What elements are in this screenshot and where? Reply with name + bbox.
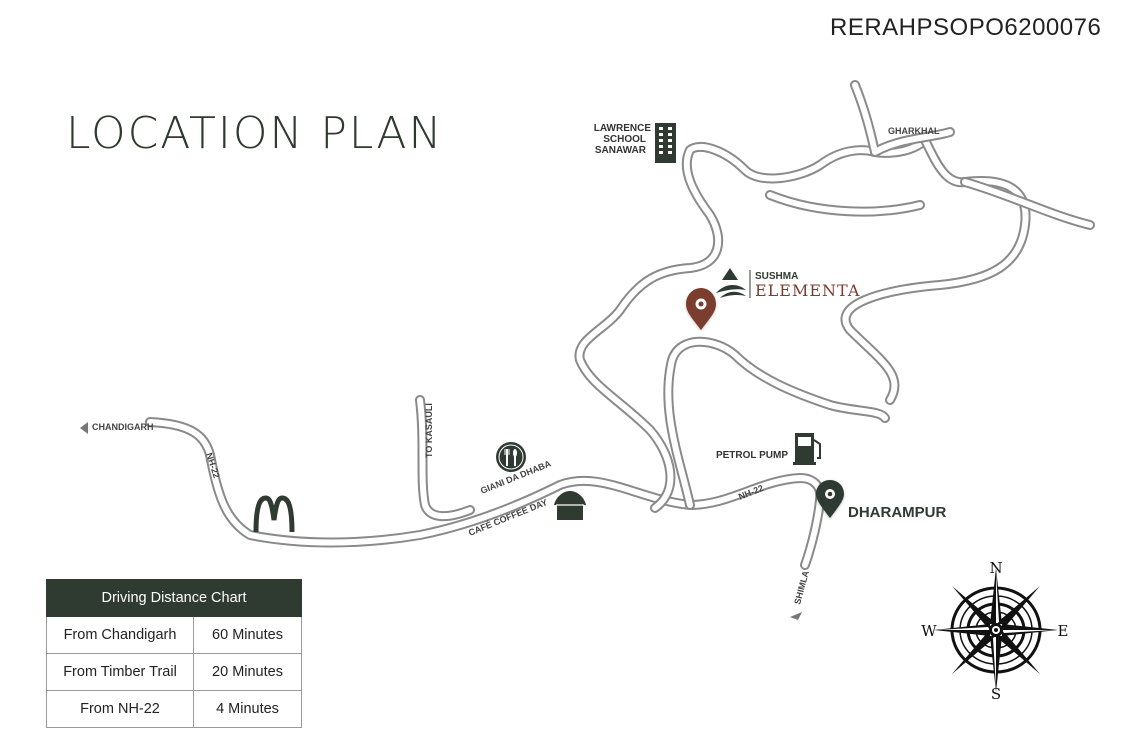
compass-east: E [1058, 622, 1069, 640]
cafe-icon [554, 491, 586, 520]
restaurant-icon [496, 442, 526, 472]
eastern-loop-road [765, 135, 1031, 405]
rera-number: RERAHPSOPO6200076 [830, 14, 1102, 41]
dharampur-pin-icon [816, 480, 844, 518]
fuel-pump-icon [793, 433, 821, 465]
driving-distance-table: Driving Distance Chart From Chandigarh 6… [46, 579, 302, 728]
distance-time: 20 Minutes [193, 653, 302, 691]
chandigarh-arrow-icon [80, 422, 88, 434]
winding-road-west [574, 135, 930, 513]
roads [145, 80, 1095, 570]
compass-south: S [991, 685, 1001, 703]
distance-from: From Timber Trail [46, 653, 194, 691]
chandigarh-label: CHANDIGARH [92, 422, 154, 432]
gharkhal-label: GHARKHAL [888, 126, 940, 136]
sushma-elementa-logo: SUSHMA ELEMENTA [716, 268, 860, 300]
compass-rose-icon: N S W E [921, 559, 1068, 703]
distance-time: 4 Minutes [193, 690, 302, 728]
nh22-highway [145, 417, 826, 570]
petrol-pump-landmark: PETROL PUMP [716, 433, 821, 465]
shimla-label: SHIMLA [792, 569, 811, 605]
kasauli-road [415, 395, 475, 522]
inner-loop-road [663, 336, 890, 510]
lawrence-school-landmark: LAWRENCE SCHOOL SANAWAR [594, 123, 676, 163]
school-label-line3: SANAWAR [595, 145, 647, 156]
to-kasauli-label: TO KASAULI [424, 403, 434, 458]
page-title: LOCATION PLAN [66, 108, 444, 159]
compass-west: W [921, 622, 937, 640]
school-label-line2: SCHOOL [603, 134, 646, 145]
sushma-label: SUSHMA [755, 271, 798, 282]
distance-time: 60 Minutes [193, 616, 302, 654]
shimla-arrow-icon [790, 612, 802, 620]
distance-from: From NH-22 [46, 690, 194, 728]
gharkhal-road [850, 80, 1095, 230]
elementa-label: ELEMENTA [755, 281, 860, 300]
table-row: From Timber Trail 20 Minutes [46, 653, 302, 691]
distance-chart-header: Driving Distance Chart [46, 579, 302, 617]
table-row: From NH-22 4 Minutes [46, 690, 302, 728]
mcdonalds-arches-icon [253, 495, 295, 533]
petrol-pump-label: PETROL PUMP [716, 450, 788, 461]
project-location-pin-icon [686, 288, 716, 330]
dharampur-label: DHARAMPUR [848, 504, 946, 521]
school-label-line1: LAWRENCE [594, 123, 652, 134]
distance-from: From Chandigarh [46, 616, 194, 654]
table-row: From Chandigarh 60 Minutes [46, 616, 302, 654]
nh22-left-label: NH-22 [204, 452, 222, 480]
compass-north: N [989, 559, 1002, 577]
school-building-icon [655, 123, 676, 163]
